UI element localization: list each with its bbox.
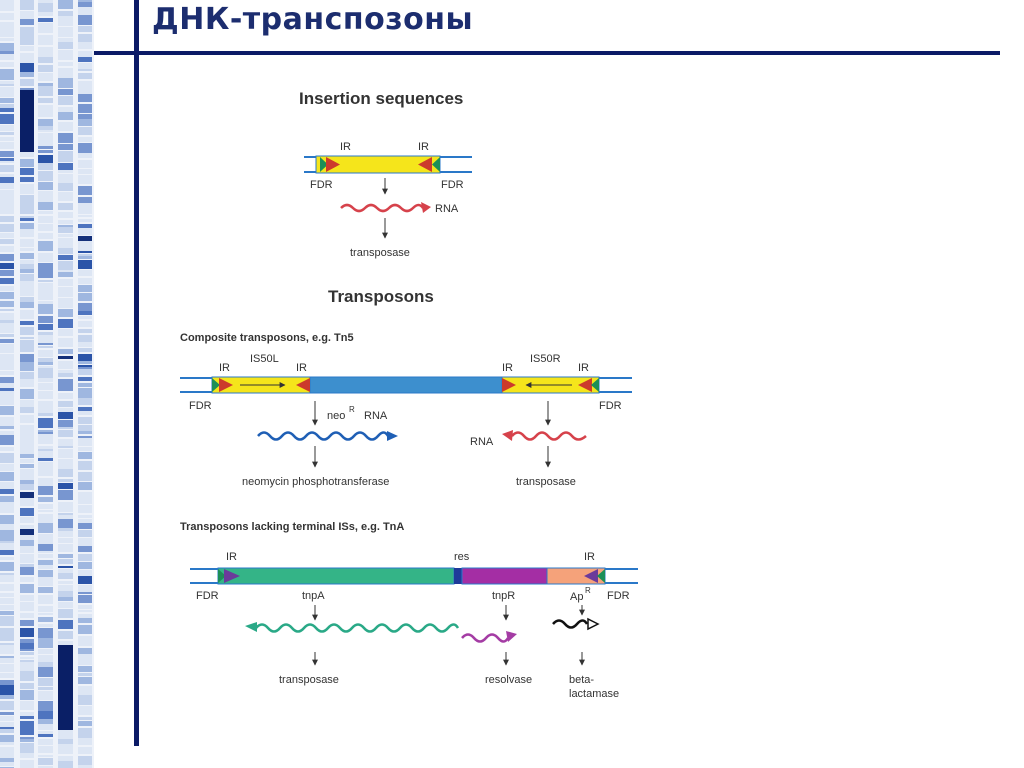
composite-ir-1-label: IR [219, 362, 230, 374]
tnpa-rna-arrowhead [245, 622, 257, 632]
is50r-rna-label: RNA [470, 436, 494, 448]
res-label: res [454, 551, 470, 563]
neo-region-bar [309, 376, 503, 394]
beta-lactamase-label-line2: lactamase [569, 688, 619, 700]
neo-gene-superscript: R [349, 405, 355, 414]
composite-ir-2-marker [296, 378, 310, 392]
apr-superscript: R [585, 586, 591, 595]
tna-ir-right-marker [584, 569, 598, 583]
is-ir-left-label: IR [340, 141, 351, 153]
neo-rna-arrowhead [387, 431, 398, 441]
tnpr-rna-arrowhead [506, 631, 517, 642]
tnpr-label: tnpR [492, 590, 515, 602]
dna-gel-stripes-decoration [0, 0, 94, 768]
tnpr-gene-bar [461, 567, 548, 585]
ir-left-marker [326, 157, 340, 172]
vertical-accent-line [134, 0, 139, 746]
beta-lactamase-label-line1: beta- [569, 674, 594, 686]
apr-label: Ap [570, 591, 583, 603]
fdr-right-marker [432, 157, 440, 172]
is-ir-right-label: IR [418, 141, 429, 153]
tna-transposon-section: Transposons lacking terminal ISs, e.g. T… [180, 521, 638, 700]
neo-rna-label: RNA [364, 410, 388, 422]
title-underline [94, 51, 1000, 55]
ir-right-marker [418, 157, 432, 172]
composite-ir-4-marker [578, 378, 592, 392]
tnpa-gene-bar [217, 567, 455, 585]
tnpa-rna-wave [255, 623, 460, 633]
resolvase-label: resolvase [485, 674, 532, 686]
composite-ir-3-marker [502, 378, 516, 392]
neomycin-phosphotransferase-label: neomycin phosphotransferase [242, 476, 389, 488]
res-site-bar [454, 568, 462, 584]
is50r-rna-wave [511, 431, 587, 441]
composite-transposon-section: Composite transposons, e.g. Tn5 IR IS50L… [180, 332, 632, 488]
apr-rna-wave [552, 619, 589, 629]
is50r-rna-arrowhead [502, 430, 513, 441]
tna-ir-right-label: IR [584, 551, 595, 563]
tna-fdr-left-label: FDR [196, 590, 219, 602]
is-rna-arrowhead [421, 202, 431, 213]
composite-ir-2-label: IR [296, 362, 307, 374]
composite-transposase-label: transposase [516, 476, 576, 488]
is-fdr-right-label: FDR [441, 179, 464, 191]
composite-ir-4-label: IR [578, 362, 589, 374]
neo-gene-label: neo [327, 410, 345, 422]
tna-fdr-right-marker [597, 569, 605, 583]
slide-title: ДНК-транспозоны [152, 2, 474, 37]
insertion-sequences-heading: Insertion sequences [299, 89, 463, 108]
tna-ir-left-label: IR [226, 551, 237, 563]
tna-fdr-right-label: FDR [607, 590, 630, 602]
composite-fdr-right-marker [591, 378, 599, 392]
is50r-label: IS50R [530, 353, 561, 365]
tna-fdr-left-marker [218, 569, 226, 583]
is-fdr-left-label: FDR [310, 179, 333, 191]
transposons-heading: Transposons [328, 287, 434, 306]
composite-fdr-left-marker [212, 378, 220, 392]
apr-rna-arrowhead [587, 617, 600, 631]
tna-subheading: Transposons lacking terminal ISs, e.g. T… [180, 521, 404, 533]
fdr-left-marker [320, 157, 328, 172]
tna-transposase-label: transposase [279, 674, 339, 686]
is-transposase-label: transposase [350, 247, 410, 259]
tnpa-label: tnpA [302, 590, 325, 602]
composite-fdr-right-label: FDR [599, 400, 622, 412]
tnpr-rna-wave [461, 633, 510, 643]
is-rna-wave [340, 203, 425, 213]
insertion-sequences-section: Insertion sequences IR IR FDR FDR RNA tr… [299, 89, 472, 259]
composite-ir-1-marker [219, 378, 233, 392]
neo-rna-wave [257, 431, 390, 441]
is50l-label: IS50L [250, 353, 279, 365]
tna-ir-left-marker [224, 569, 240, 583]
is-rna-label: RNA [435, 203, 459, 215]
composite-ir-3-label: IR [502, 362, 513, 374]
composite-fdr-left-label: FDR [189, 400, 212, 412]
composite-subheading: Composite transposons, e.g. Tn5 [180, 332, 354, 344]
